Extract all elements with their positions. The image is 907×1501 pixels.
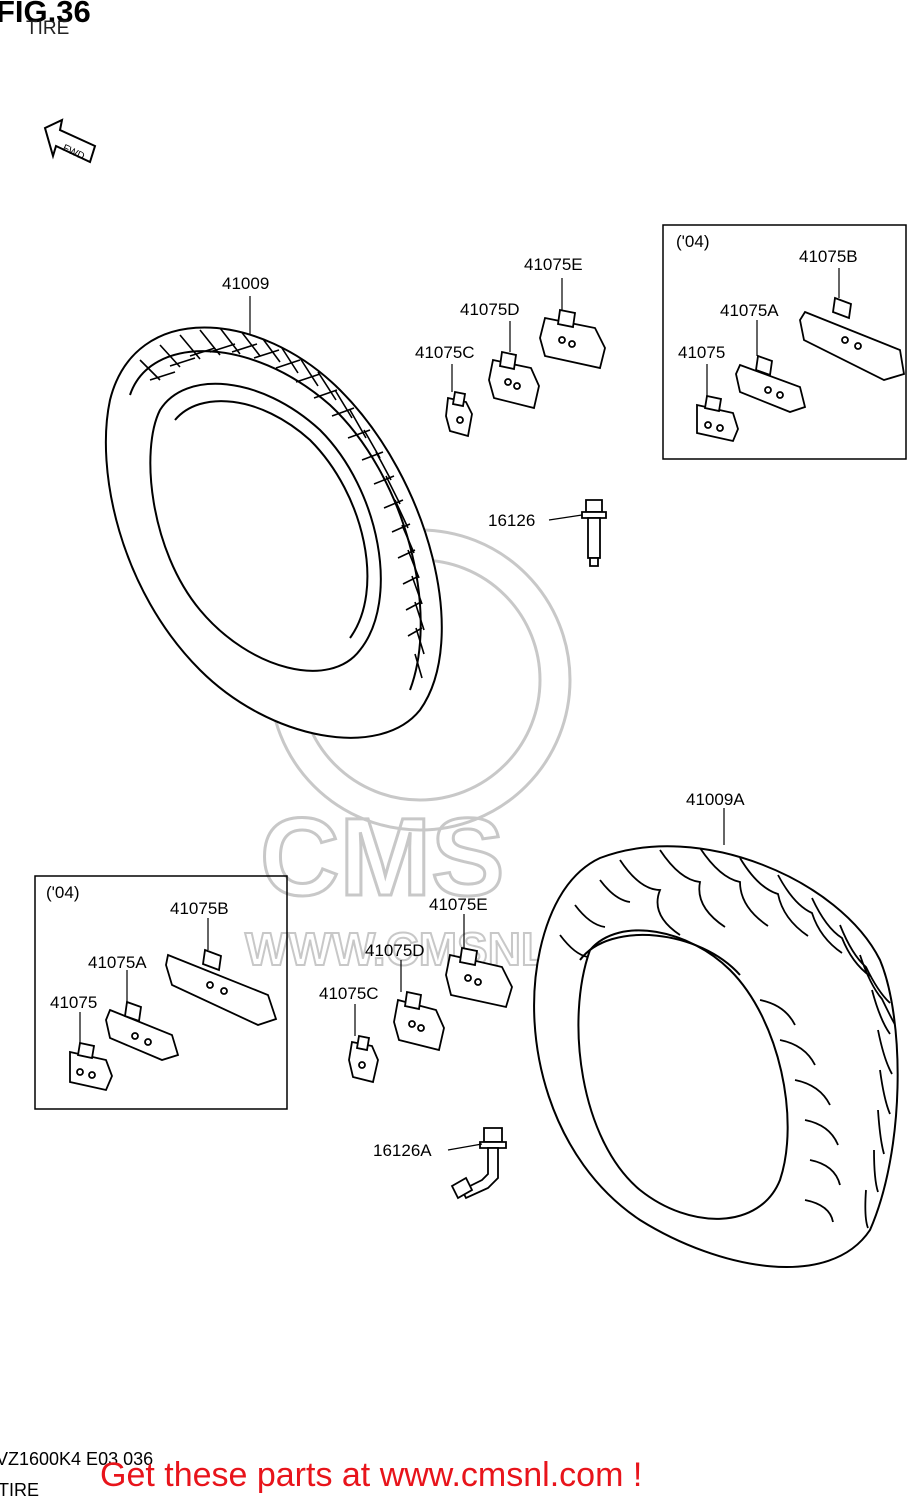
front-tread — [139, 327, 425, 679]
figure-subtitle: TIRE — [26, 18, 70, 39]
label-41075e-bottom: 41075E — [429, 895, 488, 914]
label-box1-year: ('04) — [676, 232, 709, 251]
label-41009a: 41009A — [686, 790, 745, 809]
front-tire — [104, 326, 443, 739]
footer-subtitle: TIRE — [0, 1480, 40, 1500]
top-weights — [445, 296, 906, 567]
diagram-code: VZ1600K4 E03 036 — [0, 1449, 154, 1469]
label-box2-41075b: 41075B — [170, 899, 229, 918]
option-box-top — [662, 224, 907, 460]
label-41075d-bottom: 41075D — [365, 941, 425, 960]
label-box1-41075a: 41075A — [720, 301, 779, 320]
fwd-arrow-icon: FWD — [43, 118, 97, 164]
label-41075e-top: 41075E — [524, 255, 583, 274]
label-box2-year: ('04) — [46, 883, 79, 902]
part-labels: 41009 41075E 41075D 41075C 16126 ('04) 4… — [46, 232, 858, 1160]
label-16126: 16126 — [488, 511, 535, 530]
label-16126a: 16126A — [373, 1141, 432, 1160]
label-41075d-top: 41075D — [460, 300, 520, 319]
promo-link[interactable]: Get these parts at www.cmsnl.com ! — [100, 1456, 643, 1494]
label-box2-41075a: 41075A — [88, 953, 147, 972]
option-box-bottom — [34, 875, 288, 1110]
label-box1-41075b: 41075B — [799, 247, 858, 266]
label-41009: 41009 — [222, 274, 269, 293]
label-41075c-top: 41075C — [415, 343, 475, 362]
figure-title: FIG.36 — [0, 0, 91, 29]
label-box1-41075: 41075 — [678, 343, 725, 362]
label-41075c-bottom: 41075C — [319, 984, 379, 1003]
label-box2-41075: 41075 — [50, 993, 97, 1012]
rear-tread — [559, 847, 898, 1229]
rear-tire — [533, 845, 899, 1268]
bottom-weights — [69, 946, 513, 1200]
watermark-brand: CMS — [260, 796, 504, 919]
leader-lines — [79, 268, 840, 1151]
